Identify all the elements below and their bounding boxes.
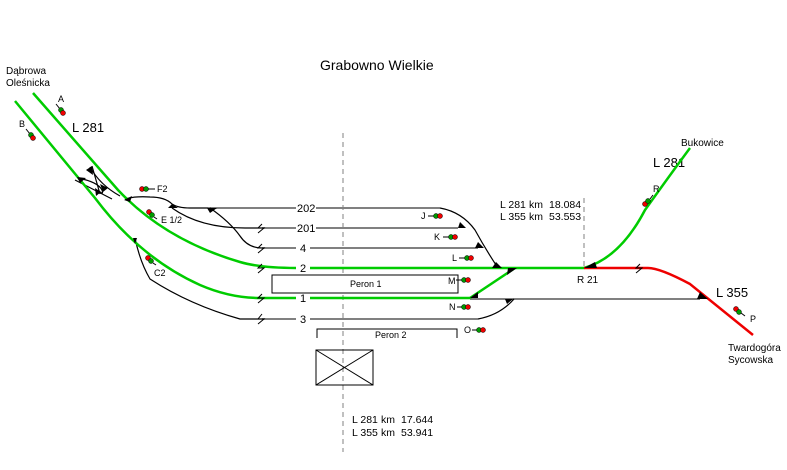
signal-P: P [733, 306, 756, 324]
signal-K: K [434, 232, 458, 242]
track-number-201: 201 [297, 223, 315, 235]
signal-M: M [448, 276, 471, 286]
svg-text:E 1/2: E 1/2 [161, 215, 182, 225]
isolation-joint-icon [256, 263, 266, 274]
svg-text:M: M [448, 276, 456, 286]
crossover-a [89, 166, 121, 197]
switch-marker [100, 184, 108, 192]
platform-2-label: Peron 2 [375, 330, 407, 340]
switch-marker [168, 204, 178, 208]
destination-twardogora-line2: Sycowska [728, 355, 773, 366]
svg-text:R: R [653, 184, 660, 194]
station-building-icon [315, 349, 374, 386]
station-title: Grabowno Wielkie [320, 57, 434, 73]
svg-text:km: km [529, 211, 543, 223]
svg-text:P: P [750, 314, 756, 324]
signal-F2: F2 [139, 184, 168, 194]
svg-text:53.553: 53.553 [549, 211, 581, 223]
switch-marker [86, 166, 93, 175]
switch-marker [475, 242, 484, 248]
signal-C2: C2 [145, 255, 166, 278]
svg-text:L 355: L 355 [352, 427, 378, 439]
connector-f2-202 [124, 196, 208, 209]
svg-text:17.644: 17.644 [401, 414, 433, 426]
signal-E12: E 1/2 [146, 209, 182, 225]
switch-marker [77, 177, 86, 183]
switch-marker [124, 196, 132, 202]
switch-marker [470, 292, 478, 298]
line-label-l281-left: L 281 [72, 120, 104, 135]
svg-text:O: O [464, 325, 471, 335]
line-label-l355: L 355 [716, 285, 748, 300]
platform-2 [316, 328, 458, 338]
switch-marker [133, 238, 137, 244]
connector-to-4 [209, 207, 263, 249]
isolation-joint-icon [256, 223, 266, 234]
svg-text:A: A [58, 94, 64, 104]
switch-marker [505, 299, 513, 304]
connector-c2-3 [134, 237, 262, 320]
km-marker-station: L 281 km 17.644 L 355 km 53.941 [352, 414, 433, 439]
svg-text:km: km [529, 199, 543, 211]
svg-text:L 355: L 355 [500, 211, 526, 223]
svg-text:C2: C2 [154, 268, 166, 278]
svg-text:L 281: L 281 [500, 199, 526, 211]
svg-text:L 281: L 281 [352, 414, 378, 426]
switch-marker [458, 222, 466, 228]
switch-marker [697, 292, 708, 299]
track-number-1: 1 [300, 293, 306, 305]
isolation-joint-icon [256, 243, 266, 254]
track-l281-inner [14, 100, 296, 300]
track-number-3: 3 [300, 314, 306, 326]
switch-marker [507, 268, 517, 275]
switch-marker [95, 188, 101, 196]
crossover-b [77, 177, 104, 194]
switch-marker [584, 262, 597, 268]
isolation-joint-icon [256, 313, 266, 325]
track-l281-outer [32, 92, 297, 270]
switch-marker [492, 262, 502, 268]
svg-text:K: K [434, 232, 440, 242]
destination-twardogora-line1: Twardogóra [728, 343, 781, 354]
km-marker-junction: L 281 km 18.084 L 355 km 53.553 [500, 199, 581, 223]
track-l281-bukowice [583, 147, 692, 270]
svg-text:18.084: 18.084 [549, 199, 581, 211]
svg-text:N: N [449, 302, 456, 312]
signal-N: N [449, 302, 471, 312]
switch-marker [207, 208, 217, 213]
destination-dabrowa-line2: Oleśnicka [6, 78, 50, 89]
signal-R: R [642, 184, 660, 207]
signal-L: L [452, 253, 474, 263]
platform-1-label: Peron 1 [350, 279, 382, 289]
svg-text:B: B [19, 119, 25, 129]
svg-text:km: km [381, 414, 395, 426]
svg-text:J: J [421, 211, 426, 221]
connector-202-right [439, 207, 499, 269]
svg-text:km: km [381, 427, 395, 439]
track-number-202: 202 [297, 203, 315, 215]
signal-A: A [55, 94, 66, 116]
signal-B: B [19, 119, 36, 141]
destination-bukowice: Bukowice [681, 138, 724, 149]
destination-dabrowa-line1: Dąbrowa [6, 66, 46, 77]
svg-text:F2: F2 [157, 184, 168, 194]
track-l355 [584, 266, 754, 336]
signal-J: J [421, 211, 443, 221]
track-number-4: 4 [300, 243, 306, 255]
connector-3-right [477, 298, 515, 320]
isolation-joint-icon [634, 263, 644, 274]
junction-label-r21: R 21 [577, 275, 599, 286]
connector-to-201 [171, 207, 262, 229]
track-number-2: 2 [300, 263, 306, 275]
platform-1 [271, 274, 459, 294]
isolation-joint-icon [256, 293, 266, 304]
svg-text:53.941: 53.941 [401, 427, 433, 439]
svg-text:L: L [452, 253, 457, 263]
crossover-diag-2 [91, 165, 101, 195]
signal-O: O [464, 325, 486, 335]
